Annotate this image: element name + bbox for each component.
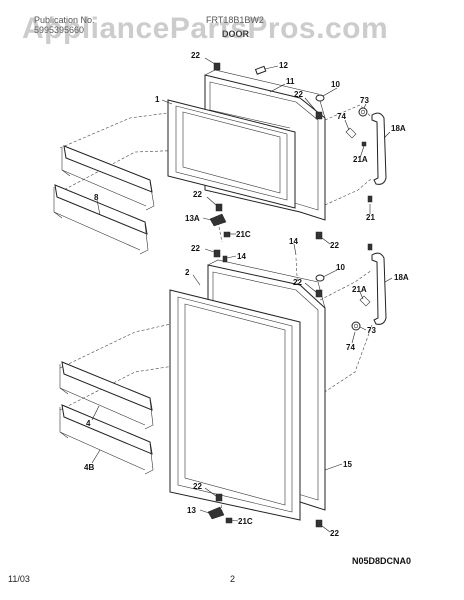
callout-label: 15 xyxy=(343,460,352,469)
watermark: AppliancePartsPros.com xyxy=(22,12,389,45)
callout-label: 10 xyxy=(336,263,345,272)
hardware-parts xyxy=(207,62,373,528)
callout-leaders xyxy=(91,57,393,533)
callout-label: 22 xyxy=(193,190,202,199)
callout-label: 74 xyxy=(337,112,346,121)
callout-label: 73 xyxy=(367,326,376,335)
section-title: DOOR xyxy=(222,29,249,39)
callout-label: 22 xyxy=(330,529,339,538)
callout-label: 14 xyxy=(289,237,298,246)
callout-label: 4B xyxy=(84,463,94,472)
callout-label: 22 xyxy=(193,482,202,491)
callout-label: 18A xyxy=(391,124,406,133)
callout-label: 1 xyxy=(155,95,160,104)
callout-label: 10 xyxy=(331,80,340,89)
callout-label: 21A xyxy=(352,285,367,294)
callout-label: 13 xyxy=(187,506,196,515)
callout-label: 12 xyxy=(279,61,288,70)
callout-label: 22 xyxy=(294,90,303,99)
footer-page-number: 2 xyxy=(230,574,236,584)
publication-number: 5995395660 xyxy=(34,25,85,35)
door-shelves xyxy=(53,145,155,475)
freezer-door-assembly xyxy=(167,69,326,221)
freezer-door-gasket xyxy=(167,99,296,209)
callout-label: 22 xyxy=(293,278,302,287)
callout-label: 21A xyxy=(353,155,368,164)
fresh-food-door-gasket xyxy=(169,289,301,521)
callout-label: 11 xyxy=(286,77,295,86)
door-handles xyxy=(371,112,387,325)
callout-label: 22 xyxy=(330,241,339,250)
callout-label: 18A xyxy=(394,273,409,282)
callout-label: 73 xyxy=(360,96,369,105)
callout-label: 13A xyxy=(185,214,200,223)
callout-label: 21C xyxy=(238,517,253,526)
callout-label: 22 xyxy=(191,244,200,253)
fresh-food-door-assembly xyxy=(169,259,326,521)
callout-label: 2 xyxy=(185,268,190,277)
callout-label: 8 xyxy=(94,193,99,202)
callout-label: 14 xyxy=(237,252,246,261)
callout-label: 22 xyxy=(191,51,200,60)
publication-label: Publication No. xyxy=(34,15,95,25)
callout-labels: 22 12 11 10 1 22 73 74 18A 21A 8 22 13A … xyxy=(84,51,409,538)
callout-label: 21C xyxy=(236,230,251,239)
diagram-code: N05D8DCNA0 xyxy=(352,556,412,566)
footer-date: 11/03 xyxy=(8,574,30,584)
callout-label: 74 xyxy=(346,343,355,352)
model-number: FRT18B1BW2 xyxy=(206,15,264,25)
callout-label: 21 xyxy=(366,213,375,222)
callout-label: 4 xyxy=(86,419,91,428)
